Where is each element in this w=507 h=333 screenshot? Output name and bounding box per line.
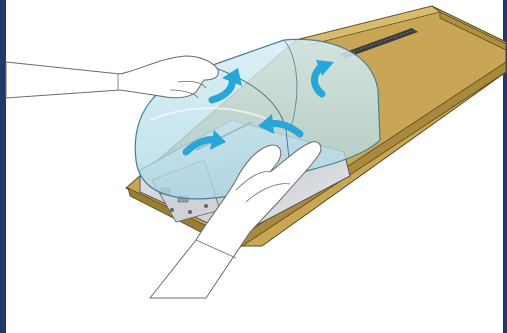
left-gloved-hand [6, 56, 218, 98]
